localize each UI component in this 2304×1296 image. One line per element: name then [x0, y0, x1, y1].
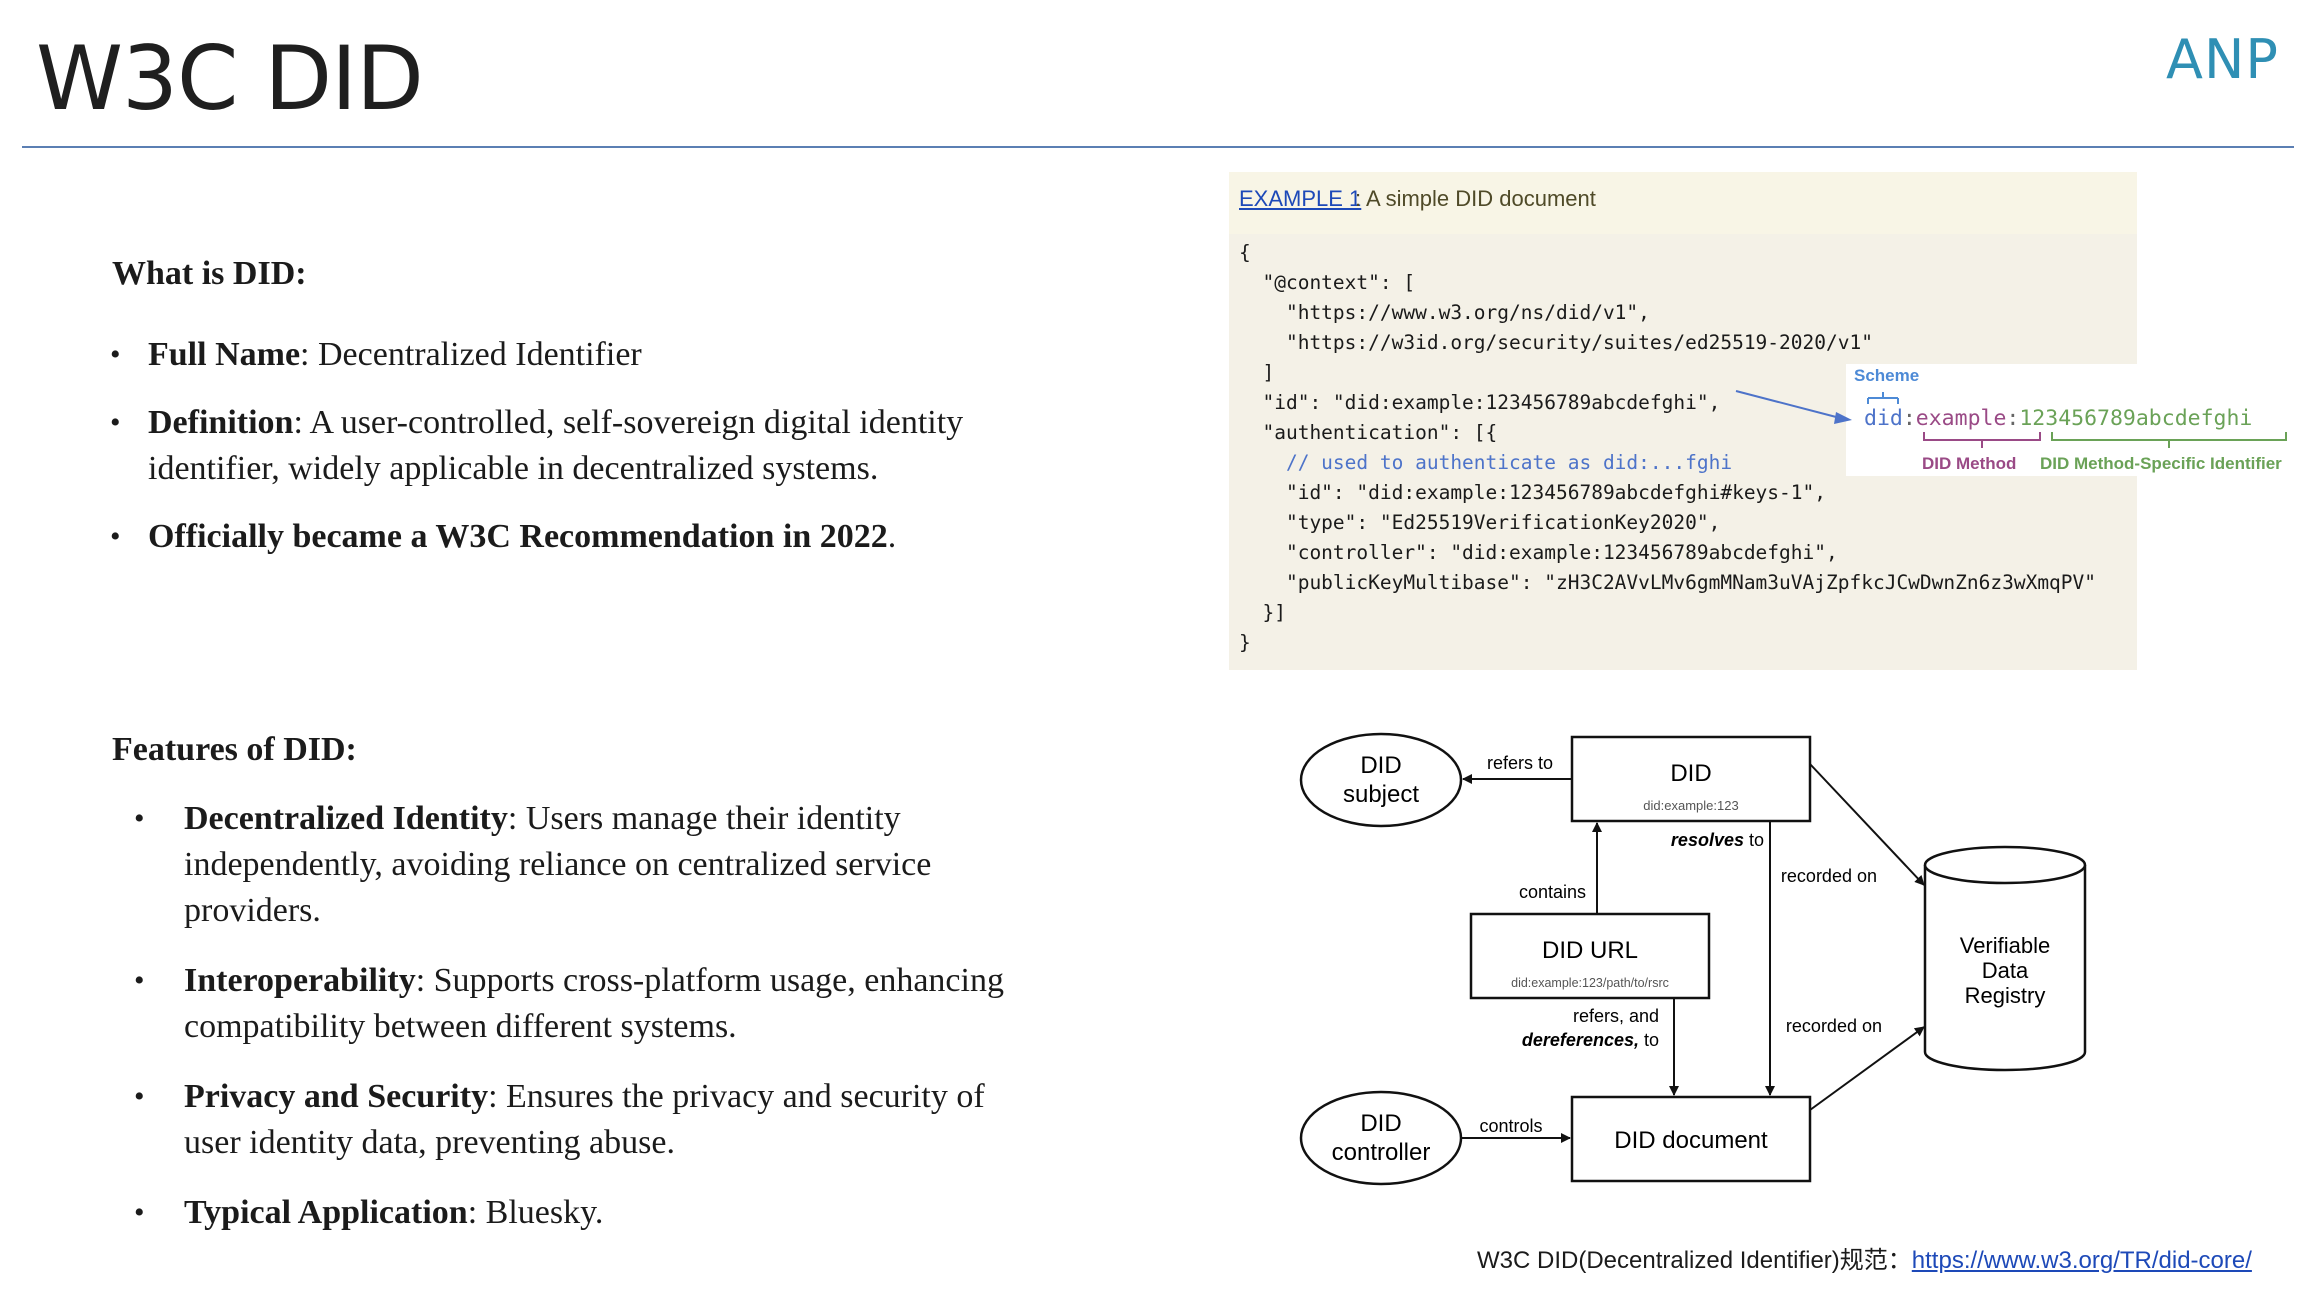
code-line: "https://w3id.org/security/suites/ed2551…	[1239, 331, 1873, 354]
registry-label-3: Registry	[1965, 983, 2046, 1008]
bullet-dot-icon: •	[110, 520, 121, 553]
did-controller-node: DID controller	[1299, 1090, 1463, 1186]
code-line: "@context": [	[1239, 271, 1416, 294]
did-controller-label-1: DID	[1360, 1110, 1401, 1137]
code-line: "id": "did:example:123456789abcdefghi#ke…	[1239, 481, 1826, 504]
refers-to-label: refers to	[1487, 753, 1553, 773]
did-document-label: DID document	[1614, 1127, 1768, 1154]
bullet-item: • Typical Application: Bluesky.	[134, 1190, 1024, 1236]
code-line: "type": "Ed25519VerificationKey2020",	[1239, 511, 1721, 534]
did-syntax-annotation: Scheme did:example:123456789abcdefghi DI…	[1846, 364, 2294, 476]
recorded-on-label-2: recorded on	[1786, 1016, 1882, 1036]
bullet-text: : Users manage their identity independen…	[184, 800, 932, 929]
did-syntax-string: did:example:123456789abcdefghi	[1864, 406, 2252, 431]
code-line: }	[1239, 631, 1251, 654]
bullet-item: • Privacy and Security: Ensures the priva…	[134, 1074, 1024, 1166]
did-label: DID	[1670, 760, 1711, 787]
example-header: EXAMPLE 1 : A simple DID document	[1229, 172, 2137, 234]
bullet-text: : Ensures the privacy and security of us…	[184, 1078, 985, 1161]
anp-logo: ANP	[2166, 28, 2279, 92]
did-node: DID did:example:123	[1570, 735, 1812, 823]
bullet-term: Decentralized Identity	[184, 800, 508, 837]
bullet-dot-icon: •	[134, 964, 145, 997]
bullet-dot-icon: •	[110, 406, 121, 439]
bullet-term: Typical Application	[184, 1194, 468, 1231]
bullet-term: Officially became a W3C Recommendation i…	[148, 518, 888, 555]
controls-label: controls	[1479, 1116, 1542, 1136]
bullet-dot-icon: •	[134, 802, 145, 835]
spec-reference-text: W3C DID(Decentralized Identifier)规范：	[1477, 1247, 1912, 1274]
bullet-item: • Interoperability: Supports cross-platfo…	[134, 958, 1024, 1050]
bullet-dot-icon: •	[110, 338, 121, 371]
features-list: • Decentralized Identity: Users manage th…	[134, 796, 1024, 1260]
did-document-node: DID document	[1570, 1095, 1812, 1183]
contains-label: contains	[1519, 882, 1586, 902]
did-url-node: DID URL did:example:123/path/to/rsrc	[1469, 912, 1711, 1000]
did-subject-label-1: DID	[1360, 752, 1401, 779]
did-identifier: 123456789abcdefghi	[2019, 406, 2253, 431]
bullet-text: : Decentralized Identifier	[300, 336, 642, 373]
example-title: : A simple DID document	[1355, 186, 1596, 211]
what-is-did-heading: What is DID:	[112, 255, 307, 292]
registry-node: Verifiable Data Registry	[1923, 845, 2087, 1072]
bullet-item: • Full Name: Decentralized Identifier	[110, 332, 1008, 378]
did-identifier-label: DID Method-Specific Identifier	[2040, 454, 2282, 473]
did-method: example	[1915, 406, 2007, 431]
code-line: ]	[1239, 361, 1275, 384]
code-line: "authentication": [{	[1239, 421, 1498, 444]
code-line: "id": "did:example:123456789abcdefghi",	[1239, 391, 1721, 414]
did-subject-label-2: subject	[1343, 781, 1419, 808]
bullet-text: : Supports cross-platform usage, enhanci…	[184, 962, 1004, 1045]
did-url-example-label: did:example:123/path/to/rsrc	[1511, 976, 1669, 990]
example-link[interactable]: EXAMPLE 1	[1239, 186, 1362, 211]
dereferences-to-label: dereferences, to	[1522, 1030, 1659, 1050]
bullet-text: .	[887, 518, 897, 555]
code-line: "https://www.w3.org/ns/did/v1",	[1239, 301, 1650, 324]
bullet-term: Interoperability	[184, 962, 416, 999]
scheme-label: Scheme	[1854, 366, 1920, 385]
bullet-term: Privacy and Security	[184, 1078, 489, 1115]
code-line: }]	[1239, 601, 1286, 624]
code-line: "controller": "did:example:123456789abcd…	[1239, 541, 1838, 564]
bullet-text: : A user-controlled, self-sovereign digi…	[148, 404, 964, 487]
edge-did-recorded-on	[1809, 763, 1925, 886]
slide-title: W3C DID	[36, 27, 424, 130]
did-subject-node: DID subject	[1299, 732, 1463, 828]
did-separator: :	[1902, 406, 1916, 431]
bullet-item: • Definition: A user-controlled, self-sov…	[110, 400, 1008, 492]
code-block: { "@context": [ "https://www.w3.org/ns/d…	[1239, 238, 2096, 658]
refers-and-label: refers, and	[1573, 1006, 1659, 1026]
resolves-to-label: resolves to	[1671, 830, 1764, 850]
bullet-item: • Officially became a W3C Recommendation …	[110, 514, 1008, 560]
edge-document-recorded-on	[1809, 1026, 1925, 1111]
what-is-did-list: • Full Name: Decentralized Identifier • Def…	[110, 332, 1008, 582]
code-line: {	[1239, 241, 1251, 264]
did-separator: :	[2006, 406, 2020, 431]
bullet-term: Definition	[148, 404, 294, 441]
bullet-term: Full Name	[148, 336, 301, 373]
features-heading: Features of DID:	[112, 731, 357, 768]
code-line: "publicKeyMultibase": "zH3C2AVvLMv6gmMNa…	[1239, 571, 2097, 594]
did-controller-label-2: controller	[1332, 1139, 1431, 1166]
did-architecture-diagram: DID subject DID did:example:123 DID URL …	[1299, 732, 2087, 1186]
bullet-dot-icon: •	[134, 1080, 145, 1113]
bullet-text: : Bluesky.	[467, 1194, 604, 1231]
spec-link[interactable]: https://www.w3.org/TR/did-core/	[1911, 1247, 2252, 1274]
registry-label-1: Verifiable	[1960, 933, 2051, 958]
bullet-dot-icon: •	[134, 1196, 145, 1229]
did-method-label: DID Method	[1922, 454, 2017, 473]
did-url-label: DID URL	[1542, 937, 1638, 964]
spec-reference: W3C DID(Decentralized Identifier)规范：http…	[1477, 1240, 2252, 1275]
bullet-item: • Decentralized Identity: Users manage th…	[134, 796, 1024, 934]
logo-text: ANP	[2166, 28, 2279, 91]
registry-label-2: Data	[1982, 958, 2029, 983]
title-divider	[22, 146, 2294, 148]
did-example-label: did:example:123	[1643, 798, 1738, 813]
annotation-brackets	[1867, 392, 2287, 448]
did-scheme: did	[1864, 406, 1903, 431]
recorded-on-label-1: recorded on	[1781, 866, 1877, 886]
code-line: // used to authenticate as did:...fghi	[1239, 451, 1733, 474]
